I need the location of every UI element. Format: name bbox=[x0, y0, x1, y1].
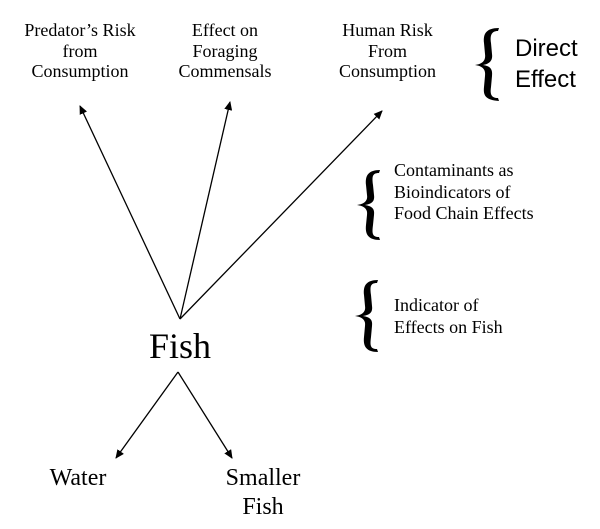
commensals-label: Effect on Foraging Commensals bbox=[150, 20, 300, 82]
human-risk-line-1: Human Risk bbox=[342, 20, 433, 40]
smaller-fish-line-2: Fish bbox=[242, 493, 284, 520]
arrow-to-smaller-fish bbox=[177, 371, 233, 459]
predator-risk-line-2: from bbox=[62, 40, 98, 61]
smaller-fish-line-1: Smaller bbox=[225, 465, 301, 491]
predator-risk-label: Predator’s Risk from Consumption bbox=[0, 20, 160, 82]
arrow-to-water bbox=[115, 371, 179, 459]
fish-center-label: Fish bbox=[130, 328, 230, 364]
human-risk-line-2: From bbox=[367, 40, 407, 61]
arrow-to-human-risk bbox=[179, 110, 383, 320]
human-risk-line-3: Consumption bbox=[338, 61, 436, 82]
water-label: Water bbox=[28, 464, 128, 493]
bioindicators-line-1: Contaminants as bbox=[394, 160, 514, 180]
bioindicators-line-3: Food Chain Effects bbox=[394, 203, 534, 224]
fish-center-text: Fish bbox=[148, 326, 212, 366]
commensals-line-2: Foraging bbox=[192, 40, 258, 61]
arrow-to-predator-risk bbox=[79, 105, 181, 320]
direct-effect-label: Direct Effect bbox=[515, 33, 578, 95]
indicator-fish-line-2: Effects on Fish bbox=[394, 316, 503, 337]
commensals-line-1: Effect on bbox=[191, 20, 259, 40]
indicator-fish-line-1: Indicator of bbox=[394, 295, 479, 315]
brace-indicator-fish-icon bbox=[355, 280, 378, 352]
direct-effect-line-2: Effect bbox=[515, 66, 576, 94]
bioindicators-line-2: Bioindicators of bbox=[394, 181, 511, 202]
human-risk-label: Human Risk From Consumption bbox=[315, 20, 460, 82]
predator-risk-line-1: Predator’s Risk bbox=[24, 20, 136, 40]
predator-risk-line-3: Consumption bbox=[31, 61, 129, 82]
commensals-line-3: Commensals bbox=[178, 61, 272, 82]
smaller-fish-label: Smaller Fish bbox=[208, 464, 318, 522]
brace-bioindicators-icon bbox=[357, 170, 380, 240]
arrow-to-commensals bbox=[179, 101, 233, 320]
brace-direct-effect-icon bbox=[475, 28, 499, 101]
direct-effect-line-1: Direct bbox=[515, 35, 578, 62]
bioindicators-label: Contaminants as Bioindicators of Food Ch… bbox=[394, 160, 534, 225]
indicator-fish-label: Indicator of Effects on Fish bbox=[394, 295, 503, 338]
water-text: Water bbox=[49, 465, 107, 491]
